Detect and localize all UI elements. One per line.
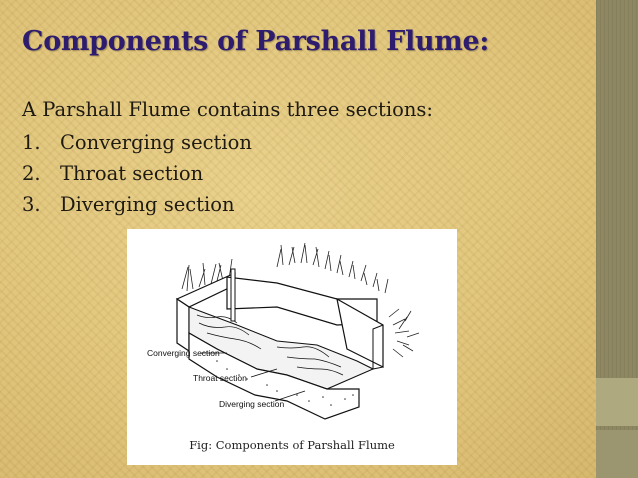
converging-label: Converging section <box>147 348 220 358</box>
slide-title: Components of Parshall Flume: <box>22 26 490 57</box>
list-number: 2. <box>22 162 41 185</box>
grass-illustration <box>181 242 420 358</box>
diverging-label: Diverging section <box>219 399 284 409</box>
list-label: Diverging section <box>60 193 235 216</box>
gauge-post <box>230 268 236 322</box>
intro-text: A Parshall Flume contains three sections… <box>22 98 433 121</box>
left-wall-block <box>176 297 190 353</box>
list-item: 3. Diverging section <box>22 192 252 223</box>
sidebar-block <box>596 378 638 426</box>
list-label: Throat section <box>60 162 204 185</box>
list-item: 1. Converging section <box>22 130 252 161</box>
sidebar-block <box>596 430 638 478</box>
front-wall <box>188 331 360 420</box>
flume-drawing: Converging section Throat section Diverg… <box>147 242 420 420</box>
list-item: 2. Throat section <box>22 161 252 192</box>
flume-figure: Converging section Throat section Diverg… <box>127 229 457 465</box>
list-label: Converging section <box>60 131 252 154</box>
section-list: 1. Converging section 2. Throat section 3.… <box>22 130 252 223</box>
left-wall <box>175 272 236 308</box>
list-number: 1. <box>22 131 41 154</box>
throat-label: Throat section <box>193 373 247 383</box>
figure-caption: Fig: Components of Parshall Flume <box>189 438 395 452</box>
list-number: 3. <box>22 193 41 216</box>
